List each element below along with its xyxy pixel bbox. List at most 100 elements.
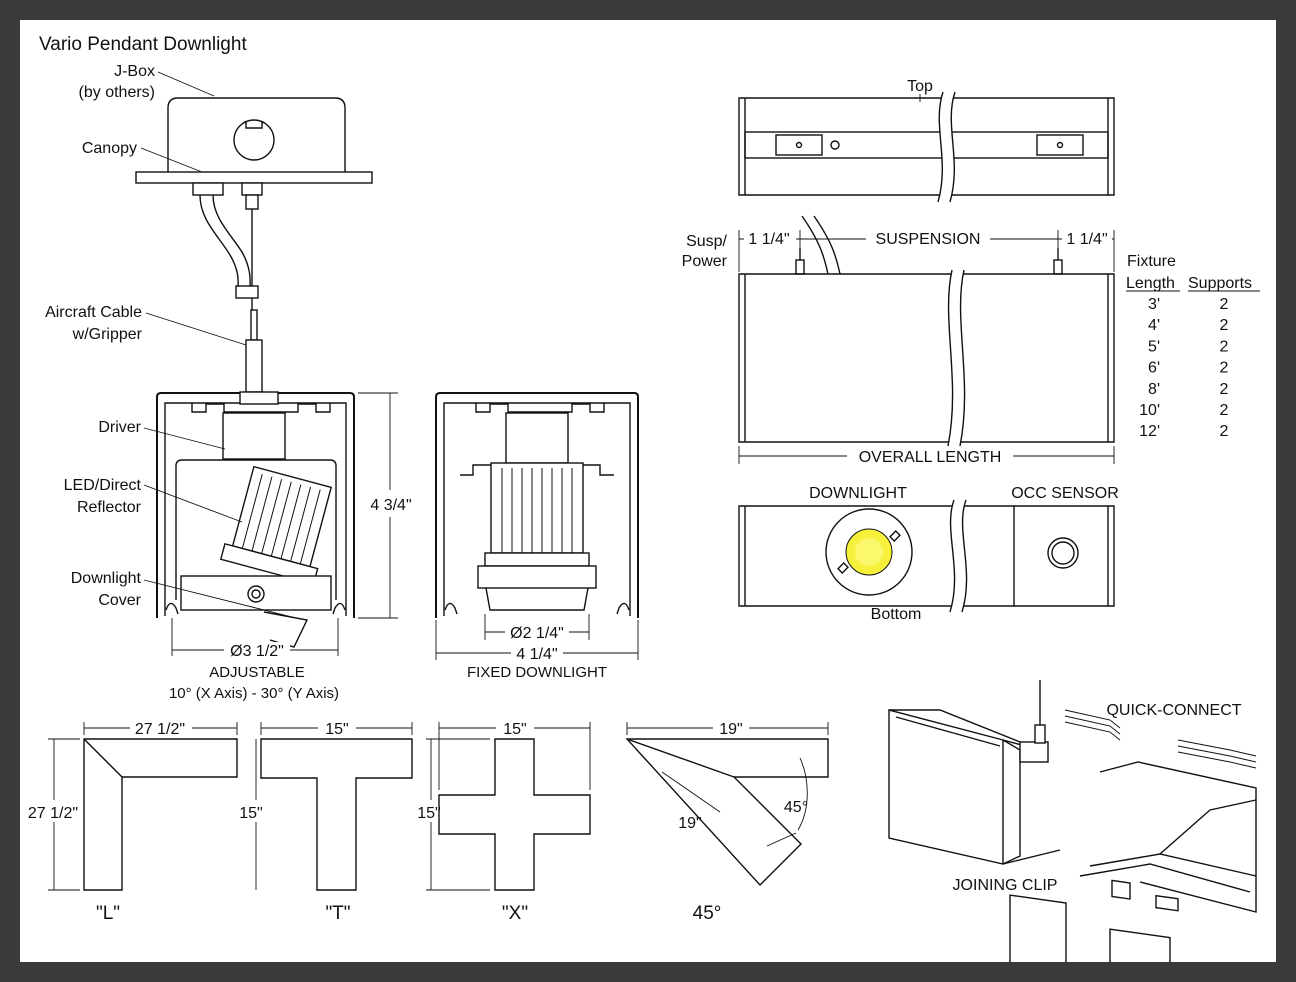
- joining-clip-detail: QUICK-CONNECT JOINING CLIP: [888, 680, 1257, 962]
- label-power: Power: [682, 253, 728, 270]
- x-height: 15": [417, 805, 440, 822]
- table-cell-supports: 2: [1220, 317, 1229, 334]
- connector-l: 27 1/2" 27 1/2" "L": [28, 719, 238, 924]
- tilted-lens: [263, 611, 309, 648]
- cable-receiver: [239, 391, 279, 405]
- label-canopy: Canopy: [82, 140, 137, 157]
- label-joining-clip: JOINING CLIP: [953, 877, 1058, 894]
- angle-name: 45°: [693, 903, 722, 924]
- table-cell-supports: 2: [1220, 360, 1229, 377]
- adjust-range: 10° (X Axis) - 30° (Y Axis): [169, 685, 339, 702]
- drawing-title: Vario Pendant Downlight: [39, 34, 247, 55]
- fixed-housing: [435, 392, 639, 618]
- l-width: 27 1/2": [135, 721, 185, 738]
- l-name: "L": [96, 903, 120, 924]
- fixed-lens: [485, 587, 589, 611]
- top-bracket-left: [775, 134, 823, 156]
- break-mark: [937, 91, 944, 203]
- fixed-heat-sink: [490, 462, 584, 554]
- table-cell-supports: 2: [1220, 381, 1229, 398]
- top-bracket-right: [1036, 134, 1084, 156]
- adjustable-caption: ADJUSTABLE: [209, 664, 305, 681]
- fixed-section: Ø2 1/4" 4 1/4" FIXED DOWNLIGHT: [435, 392, 639, 681]
- fixed-reflector-ring: [477, 565, 597, 589]
- table-cell-length: 3': [1148, 296, 1160, 313]
- leader-driver: [143, 427, 226, 450]
- connector-45: 19" 19" 45° 45°: [625, 719, 829, 924]
- table-cell-length: 8': [1148, 381, 1160, 398]
- spring-clip-right: [332, 602, 346, 615]
- connector-x: 15" 15" "X": [417, 719, 591, 924]
- led-module-tilted: [219, 465, 333, 585]
- power-cord-2: [212, 194, 251, 291]
- top-bracket: [191, 403, 331, 413]
- table-cell-length: 6': [1148, 360, 1160, 377]
- table-cell-length: 10': [1139, 402, 1160, 419]
- gripper-pin: [250, 309, 258, 341]
- cable-fitting-lower: [245, 194, 259, 210]
- label-top: Top: [907, 78, 933, 95]
- fixed-top-bracket: [475, 403, 605, 413]
- l-height: 27 1/2": [28, 805, 78, 822]
- table-rows: 3'24'25'26'28'210'212'2: [1139, 296, 1228, 440]
- table-header-supports: Supports: [1188, 275, 1252, 292]
- suspension-dim: SUSPENSION: [876, 231, 981, 248]
- label-susp: Susp/: [686, 233, 727, 250]
- right-clip-housing: [1109, 928, 1171, 962]
- cable-fitting: [241, 182, 263, 196]
- gripper: [245, 339, 263, 393]
- table-cell-length: 12': [1139, 423, 1160, 440]
- label-driver: Driver: [98, 419, 141, 436]
- side-body: [738, 273, 1115, 443]
- leader-gripper: [145, 312, 247, 346]
- top-view: Top: [738, 78, 1115, 203]
- x-shape: [438, 738, 591, 891]
- joining-clip-body: [1009, 894, 1067, 962]
- table-cell-supports: 2: [1220, 338, 1229, 355]
- angle-arc: [797, 757, 808, 831]
- reflector-cavity: [175, 459, 337, 600]
- angle-side: 19": [678, 815, 701, 832]
- cord-grip: [235, 285, 259, 299]
- top-view-body: [738, 97, 1115, 196]
- label-led-direct: LED/Direct: [64, 477, 142, 494]
- technical-drawing: Vario Pendant Downlight J-Box (by others…: [28, 34, 1260, 962]
- angle-width: 19": [719, 721, 742, 738]
- leader-reflector: [143, 484, 243, 523]
- label-jbox: J-Box: [114, 63, 155, 80]
- leader-cover: [143, 579, 297, 619]
- adj-diameter: Ø3 1/2": [230, 643, 284, 660]
- l-miter: [83, 738, 123, 778]
- x-width: 15": [503, 721, 526, 738]
- t-name: "T": [325, 903, 350, 924]
- downlight-cover: [180, 575, 332, 611]
- label-downlight: Downlight: [71, 570, 142, 587]
- leader-jbox: [157, 71, 215, 97]
- bottom-body: [738, 505, 1115, 607]
- angle-shape: [625, 738, 829, 887]
- feed-cord: [801, 215, 829, 275]
- end-offset-right: 1 1/4": [1066, 231, 1107, 248]
- leader-canopy: [140, 147, 203, 173]
- cover-screw-inner: [251, 589, 261, 599]
- table-cell-supports: 2: [1220, 423, 1229, 440]
- top-channel: [744, 131, 1109, 159]
- side-elevation: Susp/ Power 1 1/4" SUSPENSION 1 1/4": [682, 215, 1115, 466]
- label-aircraft-cable: Aircraft Cable: [45, 304, 142, 321]
- fixed-caption: FIXED DOWNLIGHT: [467, 664, 607, 681]
- iso-right-fixture: [1099, 761, 1257, 913]
- support-right: [1053, 259, 1063, 275]
- fixed-driver: [505, 412, 569, 464]
- table-cell-supports: 2: [1220, 296, 1229, 313]
- overall-length: OVERALL LENGTH: [859, 449, 1002, 466]
- table-header-length: Length: [1126, 275, 1175, 292]
- fixed-width: 4 1/4": [516, 646, 557, 663]
- clip-top: [1019, 741, 1049, 763]
- label-jbox-note: (by others): [79, 84, 155, 101]
- connector-t: 15" 15" "T": [239, 719, 413, 924]
- label-cover: Cover: [98, 592, 141, 609]
- jbox-outline: [167, 97, 346, 172]
- iso-left-fixture-face: [888, 709, 1004, 865]
- angle-value: 45°: [784, 799, 808, 816]
- fixed-collar: [484, 552, 590, 567]
